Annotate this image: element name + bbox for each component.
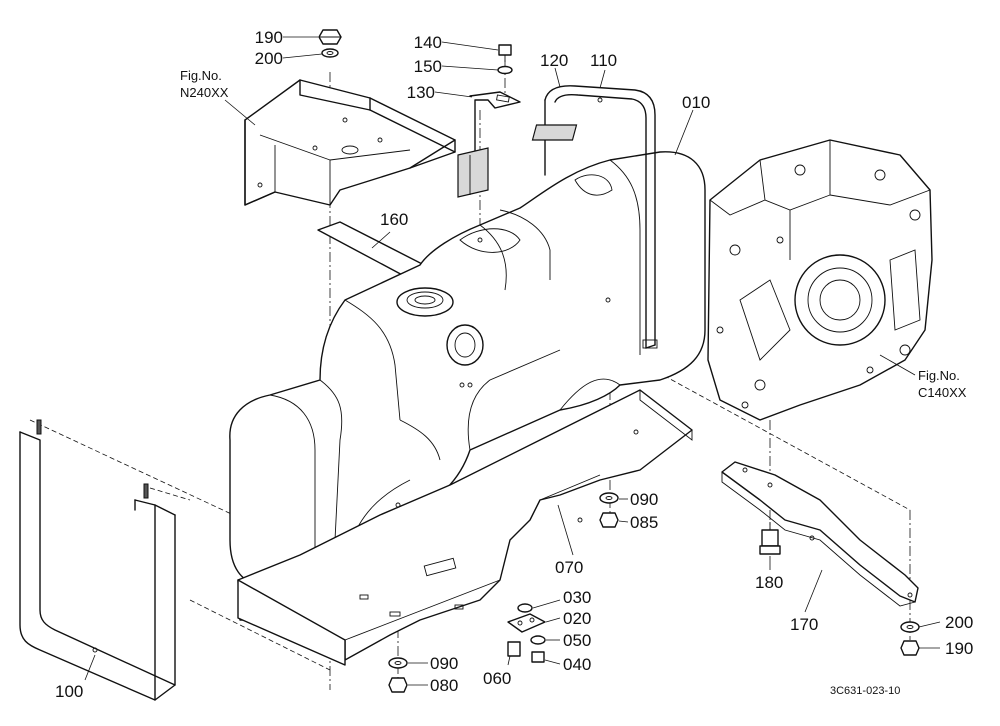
label-200-bottom: 200 bbox=[945, 613, 973, 632]
hardware-washer-090b bbox=[388, 657, 408, 669]
ref-c140-line2: C140XX bbox=[918, 385, 967, 400]
label-030: 030 bbox=[563, 588, 591, 607]
label-100: 100 bbox=[55, 682, 83, 701]
label-190-bottom: 190 bbox=[945, 639, 973, 658]
part-labels: 190 200 140 150 130 120 110 010 160 090 … bbox=[55, 28, 973, 701]
label-040: 040 bbox=[563, 655, 591, 674]
label-060: 060 bbox=[483, 669, 511, 688]
hardware-mount-180 bbox=[759, 522, 781, 555]
label-130: 130 bbox=[407, 83, 435, 102]
label-090-right: 090 bbox=[630, 490, 658, 509]
transmission-case bbox=[707, 139, 933, 421]
label-140: 140 bbox=[414, 33, 442, 52]
ref-c140-line1: Fig.No. bbox=[918, 368, 960, 383]
bottom-tray bbox=[237, 389, 693, 666]
fuel-gauge-sender bbox=[457, 91, 521, 198]
hardware-washer-090a bbox=[599, 492, 619, 504]
label-085: 085 bbox=[630, 513, 658, 532]
hardware-bolt-140 bbox=[498, 44, 512, 62]
hardware-nut-080 bbox=[388, 677, 408, 693]
label-110: 110 bbox=[590, 51, 617, 70]
label-050: 050 bbox=[563, 631, 591, 650]
hardware-nut-190b bbox=[900, 640, 920, 656]
ref-n240-line2: N240XX bbox=[180, 85, 229, 100]
ref-n240-line1: Fig.No. bbox=[180, 68, 222, 83]
label-170: 170 bbox=[790, 615, 818, 634]
hardware-washer-200b bbox=[900, 621, 920, 633]
hardware-nut-085 bbox=[599, 512, 619, 528]
label-180: 180 bbox=[755, 573, 783, 592]
hardware-washer-150 bbox=[497, 65, 513, 75]
hardware-washer-200a bbox=[321, 48, 339, 58]
tank-strap bbox=[531, 85, 658, 349]
drawing-code: 3C631-023-10 bbox=[830, 685, 900, 697]
label-080: 080 bbox=[430, 676, 458, 695]
label-190-top: 190 bbox=[255, 28, 283, 47]
label-120: 120 bbox=[540, 51, 568, 70]
label-070: 070 bbox=[555, 558, 583, 577]
label-200-top: 200 bbox=[255, 49, 283, 68]
leader-lines bbox=[84, 36, 941, 686]
support-bar bbox=[721, 461, 919, 607]
label-150: 150 bbox=[414, 57, 442, 76]
lower-frame bbox=[19, 419, 176, 701]
figure-reference-n240xx: Fig.No. N240XX bbox=[180, 68, 229, 100]
hardware-cluster-020-060 bbox=[507, 603, 546, 663]
label-160: 160 bbox=[380, 210, 408, 229]
figure-reference-c140xx: Fig.No. C140XX bbox=[918, 368, 967, 400]
label-010: 010 bbox=[682, 93, 710, 112]
label-020: 020 bbox=[563, 609, 591, 628]
hardware-nut-190a bbox=[318, 29, 342, 45]
mounting-bracket bbox=[244, 79, 456, 206]
label-090-bottom: 090 bbox=[430, 654, 458, 673]
